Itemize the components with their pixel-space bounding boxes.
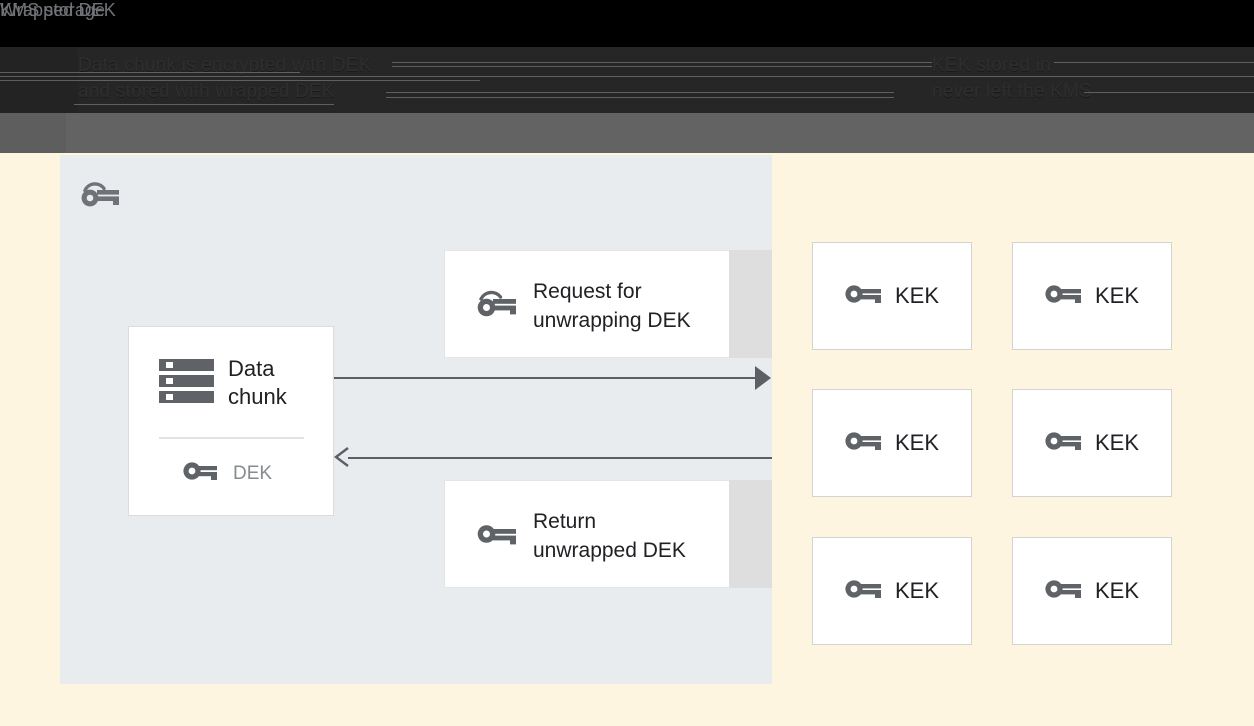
kek-card[interactable]: KEK	[812, 242, 972, 350]
top-black-band	[0, 0, 1254, 47]
return-message-card[interactable]: Return unwrapped DEK	[444, 480, 729, 588]
kek-label: KEK	[1094, 430, 1140, 455]
kek-card[interactable]: KEK	[1012, 389, 1172, 497]
return-message-label: Return unwrapped DEK	[533, 510, 686, 562]
header-streak	[386, 92, 894, 93]
return-card-extension	[729, 480, 772, 588]
request-message-card[interactable]: Request for unwrapping DEK	[444, 250, 729, 358]
kek-row: KEK	[1013, 243, 1171, 349]
key-icon	[845, 282, 881, 311]
application-panel-title: Wrapped DEK	[0, 0, 116, 20]
wrapped-key-icon	[80, 181, 120, 209]
wrapped-key-icon	[477, 287, 517, 326]
header-caption-right: KEK stored in never left the KMS	[932, 55, 1092, 102]
key-icon	[845, 429, 881, 458]
header-streak	[74, 104, 334, 105]
kek-card[interactable]: KEK	[1012, 537, 1172, 645]
kek-card[interactable]: KEK	[812, 537, 972, 645]
kek-row: KEK	[813, 390, 971, 496]
header-streak	[0, 72, 300, 73]
data-chunk-card[interactable]: Data chunk DEK	[128, 326, 334, 516]
header-streak	[0, 80, 480, 81]
kek-label: KEK	[894, 578, 940, 603]
kek-label: KEK	[1094, 578, 1140, 603]
data-chunk-icon	[159, 357, 214, 410]
kek-label: KEK	[894, 283, 940, 308]
return-arrow-head	[334, 447, 350, 467]
header-caption-left: Data chunk is encrypted with DEK and sto…	[78, 55, 372, 102]
header-streak	[392, 66, 932, 67]
header-gray-strip	[66, 113, 1254, 153]
key-icon	[477, 521, 517, 552]
request-message-row: Request for unwrapping DEK	[477, 277, 691, 335]
header-streak	[1084, 92, 1254, 93]
request-card-extension	[729, 250, 772, 358]
header-streak	[392, 62, 932, 63]
request-message-label: Request for unwrapping DEK	[533, 280, 691, 332]
kek-label: KEK	[1094, 283, 1140, 308]
kek-label: KEK	[894, 430, 940, 455]
key-icon	[183, 460, 217, 487]
kek-card[interactable]: KEK	[1012, 242, 1172, 350]
key-icon	[1045, 429, 1081, 458]
kek-card[interactable]: KEK	[812, 389, 972, 497]
kek-row: KEK	[813, 243, 971, 349]
key-icon	[845, 577, 881, 606]
data-chunk-label: Data chunk	[228, 356, 287, 409]
header-streak	[1054, 62, 1254, 63]
return-message-row: Return unwrapped DEK	[477, 507, 686, 565]
dek-row: DEK	[183, 460, 272, 487]
request-arrow-line	[334, 377, 758, 379]
return-arrow-line	[348, 457, 772, 459]
key-icon	[1045, 577, 1081, 606]
data-chunk-row: Data chunk	[159, 355, 287, 411]
header-streak	[386, 97, 894, 98]
header-dark-band	[0, 47, 1254, 113]
card-divider	[159, 437, 304, 439]
kms-panel-title: KMS storage	[0, 0, 106, 20]
header-streak	[0, 76, 1254, 77]
key-icon	[1045, 282, 1081, 311]
request-arrow-head	[755, 366, 771, 390]
kek-row: KEK	[1013, 538, 1171, 644]
dek-label: DEK	[233, 462, 273, 484]
kek-row: KEK	[813, 538, 971, 644]
kek-row: KEK	[1013, 390, 1171, 496]
